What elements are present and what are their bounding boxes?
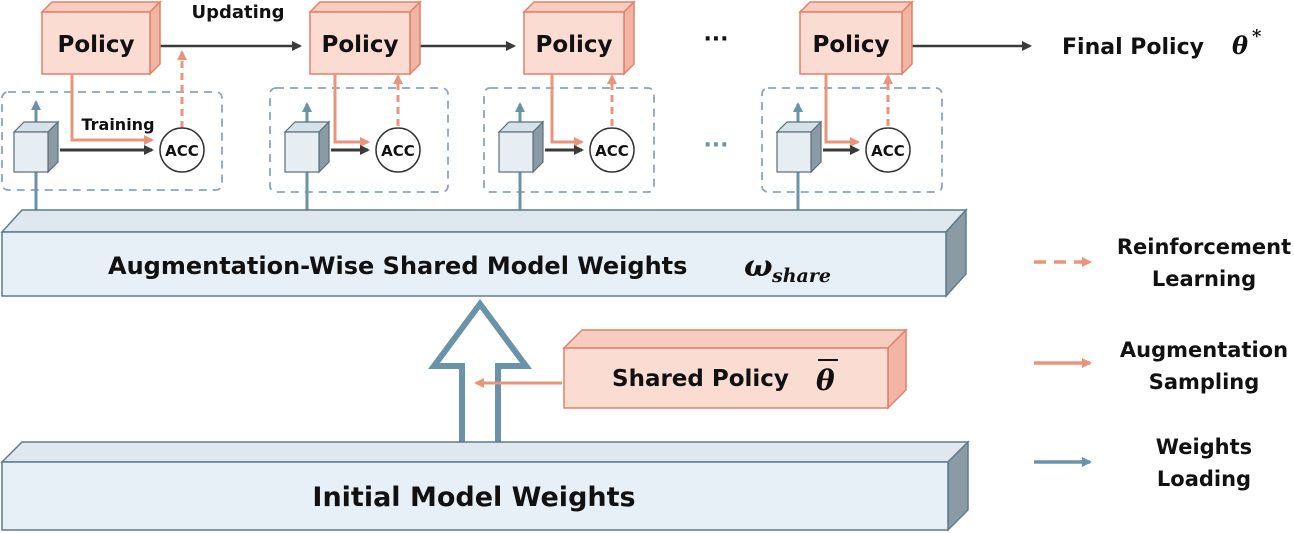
training-frame-4	[761, 87, 943, 193]
acc-node-1	[159, 127, 205, 173]
middle-ellipsis: ···	[703, 133, 728, 158]
shared-policy-label: Shared Policy	[612, 366, 789, 392]
final-policy-star: *	[1252, 26, 1262, 47]
model-cube-2	[283, 120, 331, 174]
acc-label-4: ACC	[871, 142, 905, 160]
model-cube-3	[497, 120, 545, 174]
shared-policy-box: Shared Policy θ	[474, 328, 908, 410]
legend-reinforcement-line2: Learning	[1152, 267, 1256, 291]
acc-node-4	[865, 127, 911, 173]
final-policy: Final Policy θ *	[1062, 26, 1262, 60]
legend-reinforcement-line1: Reinforcement	[1117, 235, 1291, 259]
top-ellipsis: ···	[703, 27, 728, 52]
training-unit-1: Training ACC	[1, 50, 223, 212]
policy-box-1: Policy	[40, 0, 162, 76]
shared-weights-label: Augmentation-Wise Shared Model Weights	[108, 252, 687, 280]
acc-label-2: ACC	[381, 142, 415, 160]
acc-label-1: ACC	[165, 142, 199, 160]
legend-weights-line2: Loading	[1157, 467, 1251, 491]
policy-label-1: Policy	[57, 32, 134, 58]
training-label: Training	[81, 115, 154, 134]
updating-label: Updating	[191, 2, 284, 23]
policy-label-3: Policy	[535, 32, 612, 58]
acc-node-3	[589, 127, 635, 173]
shared-weights-omega: ω	[744, 249, 773, 284]
model-cube-1	[12, 120, 60, 174]
legend-augmentation: Augmentation Sampling	[1034, 338, 1288, 394]
training-frame-1	[1, 91, 223, 191]
final-policy-theta: θ	[1232, 31, 1248, 60]
policy-box-4: Policy	[798, 0, 914, 76]
shared-policy-theta: θ	[816, 364, 835, 397]
policy-label-4: Policy	[812, 32, 889, 58]
legend-weights-line1: Weights	[1156, 435, 1252, 459]
acc-label-3: ACC	[595, 142, 629, 160]
initial-weights-label: Initial Model Weights	[312, 482, 635, 513]
policy-label-2: Policy	[321, 32, 398, 58]
model-cube-4	[775, 120, 823, 174]
shared-weights-slab: Augmentation-Wise Shared Model Weights ω…	[0, 208, 968, 298]
training-frame-2	[269, 87, 449, 193]
final-policy-label: Final Policy	[1062, 35, 1204, 60]
training-unit-3: ACC	[483, 74, 655, 218]
policy-box-2: Policy	[308, 0, 422, 76]
legend: Reinforcement Learning Augmentation Samp…	[1034, 235, 1291, 491]
shared-weights-subscript: share	[771, 265, 831, 287]
policy-box-3: Policy	[522, 0, 636, 76]
training-frame-3	[483, 87, 655, 193]
big-up-arrow	[428, 298, 532, 451]
legend-reinforcement: Reinforcement Learning	[1034, 235, 1291, 291]
training-unit-4: ACC	[761, 74, 943, 218]
legend-weights: Weights Loading	[1034, 435, 1252, 491]
legend-augmentation-line2: Sampling	[1149, 370, 1260, 394]
initial-weights-slab: Initial Model Weights	[0, 440, 970, 532]
training-unit-2: ACC	[269, 74, 449, 218]
svg-text:Final Policy: Final Policy	[1062, 35, 1204, 60]
legend-augmentation-line1: Augmentation	[1120, 338, 1288, 362]
acc-node-2	[375, 127, 421, 173]
